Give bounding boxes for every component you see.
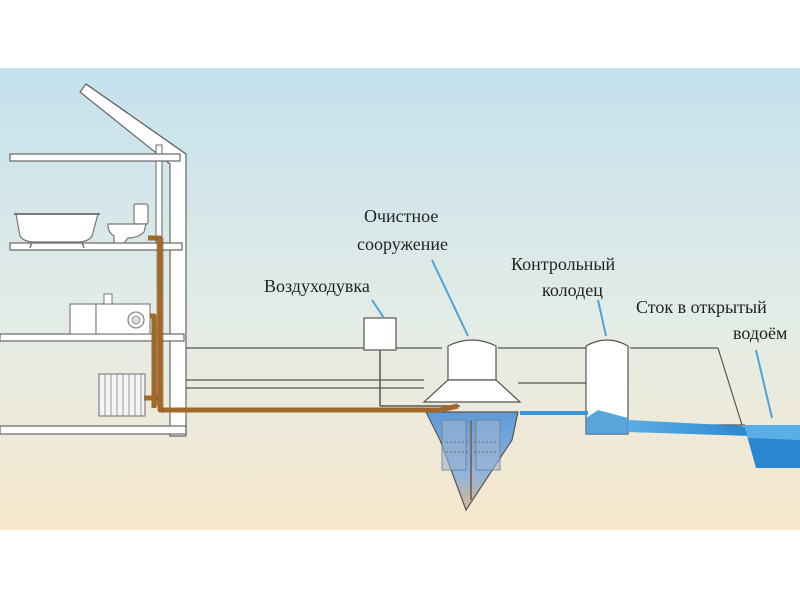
toilet-icon (107, 203, 149, 244)
blower-label: Воздуходувка (264, 276, 370, 296)
treatment-plant-label-line2: сооружение (357, 234, 448, 254)
sewage-pipe (144, 235, 459, 413)
control-well-label-line2: колодец (542, 280, 603, 300)
floor-basement (0, 425, 187, 435)
control-well-body (585, 339, 629, 435)
bathtub-icon (14, 213, 100, 249)
washing-machine-icon (69, 293, 151, 335)
treatment-plant-dome (447, 339, 497, 381)
floor-second (9, 242, 183, 251)
sewage-pipe-outline (156, 238, 164, 413)
radiator-icon (98, 373, 146, 417)
outlet-label-line2: водоём (733, 323, 787, 343)
control-well (585, 339, 629, 435)
treatment-plant-label-line1: Очистное (364, 206, 438, 226)
leader-lines (371, 259, 773, 419)
outlet-water-flow (628, 420, 752, 436)
blower-box (363, 317, 397, 351)
floor-top (9, 153, 181, 162)
open-reservoir (744, 425, 800, 468)
background (0, 68, 800, 530)
treatment-plant (422, 339, 522, 512)
blower (363, 317, 460, 407)
control-well-label-line1: Контрольный (511, 254, 616, 274)
house (0, 83, 187, 437)
trench-outline (186, 347, 745, 426)
outlet-label-line1: Сток в открытый (636, 297, 767, 317)
